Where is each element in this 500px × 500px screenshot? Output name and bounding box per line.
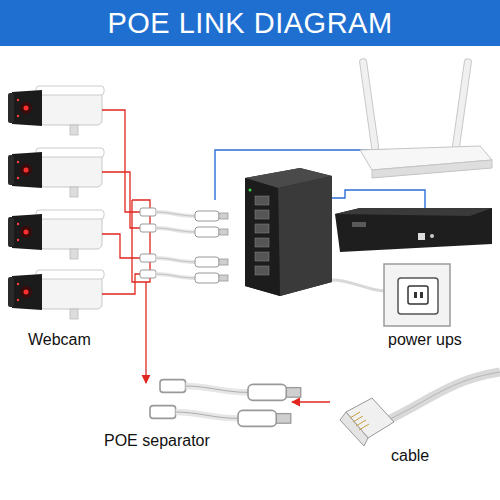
router [359,58,492,178]
power-ups [384,264,450,326]
webcam [8,148,104,197]
poe-separator-detail [150,380,301,427]
poe-switch [245,168,332,296]
webcam-group [8,86,104,319]
nvr-recorder [335,208,492,252]
webcam [8,210,104,259]
red-arrow [292,401,330,402]
red-wires [102,110,150,383]
part-label: POE separator [104,432,210,450]
title-text: POE LINK DIAGRAM [0,0,500,46]
part-label: cable [391,447,429,465]
ethernet-cable [340,372,500,446]
part-label: Webcam [28,331,91,349]
webcam [8,86,104,135]
poe-separators [140,208,228,283]
webcam [8,270,104,319]
part-label: power ups [388,331,462,349]
